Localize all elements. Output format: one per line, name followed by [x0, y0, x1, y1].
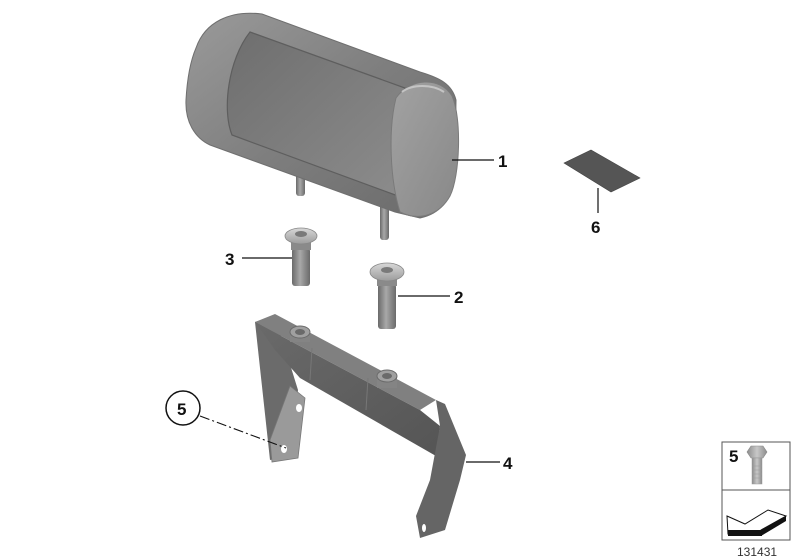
headrest-part-1[interactable] — [185, 12, 460, 240]
callout-1[interactable]: 1 — [498, 152, 507, 171]
pad-part-6[interactable] — [563, 149, 641, 193]
legend-item-number: 5 — [729, 447, 738, 466]
guide-part-2[interactable] — [369, 262, 405, 329]
bracket-part-4[interactable] — [255, 314, 466, 538]
headrest-end-cap — [390, 81, 460, 217]
bracket-right-leg — [416, 400, 466, 538]
diagram-number: 131431 — [737, 545, 777, 559]
direction-arrow-icon — [726, 509, 788, 536]
bracket-beam-front — [255, 322, 440, 456]
hex-bolt-icon — [746, 445, 768, 485]
guide-sleeve — [292, 248, 310, 286]
callout-5-circle — [165, 390, 201, 426]
pad-shape — [563, 149, 641, 193]
guide-part-3[interactable] — [284, 227, 318, 286]
callout-4[interactable]: 4 — [503, 454, 513, 473]
callout-2[interactable]: 2 — [454, 288, 463, 307]
legend-box: 5 — [721, 441, 791, 541]
bracket-left-tab — [269, 385, 306, 463]
callout-5[interactable]: 5 — [177, 400, 186, 419]
guide-sleeve — [378, 284, 396, 329]
callout-3[interactable]: 3 — [225, 250, 234, 269]
leader-line-5 — [199, 415, 287, 449]
callout-6[interactable]: 6 — [591, 218, 600, 237]
